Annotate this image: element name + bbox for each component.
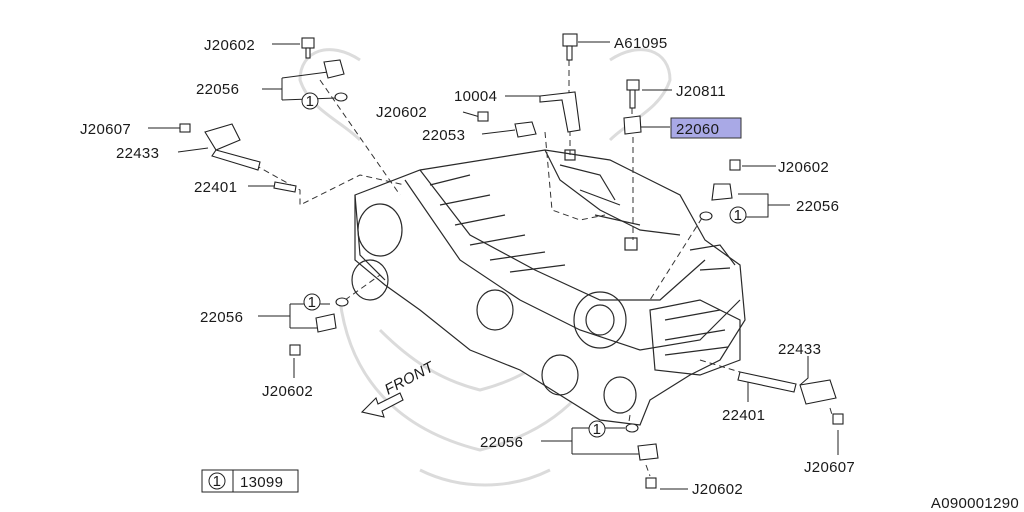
ref-mark-right: 1 [729, 206, 747, 224]
label-22433-left[interactable]: 22433 [116, 145, 159, 162]
label-j20607-left[interactable]: J20607 [80, 121, 131, 138]
label-j20811[interactable]: J20811 [676, 83, 726, 100]
svg-text:1: 1 [593, 421, 602, 438]
label-j20602-mid[interactable]: J20602 [376, 104, 427, 121]
leader-lines [148, 41, 839, 490]
legend-ref-number: 1 [213, 473, 222, 490]
cylinder-head-assembly [351, 149, 746, 426]
label-22433-right[interactable]: 22433 [778, 341, 821, 358]
label-22056-right[interactable]: 22056 [796, 198, 839, 215]
diagram-id: A090001290 [931, 495, 1019, 512]
ref-mark-bottom: 1 [588, 420, 606, 438]
label-j20602-bottom[interactable]: J20602 [692, 481, 743, 498]
ref-mark-top: 1 [301, 92, 319, 110]
label-22056-top[interactable]: 22056 [196, 81, 239, 98]
svg-text:1: 1 [306, 93, 315, 110]
front-label: FRONT [382, 358, 438, 399]
label-22401-right[interactable]: 22401 [722, 407, 765, 424]
ref-mark-left: 1 [303, 293, 321, 311]
label-a61095[interactable]: A61095 [614, 35, 668, 52]
label-22060[interactable]: 22060 [676, 121, 719, 138]
legend-part-number: 13099 [240, 474, 283, 491]
parts [179, 33, 844, 489]
label-22056-bottom[interactable]: 22056 [480, 434, 523, 451]
svg-text:1: 1 [308, 294, 317, 311]
label-10004[interactable]: 10004 [454, 88, 497, 105]
label-22056-left[interactable]: 22056 [200, 309, 243, 326]
highlighted-part-22060[interactable]: 22060 [670, 117, 742, 139]
label-j20602-top[interactable]: J20602 [204, 37, 255, 54]
legend-box: 1 13099 [201, 469, 299, 493]
svg-text:1: 1 [734, 207, 743, 224]
label-22401-left[interactable]: 22401 [194, 179, 237, 196]
label-22053[interactable]: 22053 [422, 127, 465, 144]
label-j20602-right[interactable]: J20602 [778, 159, 829, 176]
label-j20602-left-bottom[interactable]: J20602 [262, 383, 313, 400]
label-j20607-right[interactable]: J20607 [804, 459, 855, 476]
